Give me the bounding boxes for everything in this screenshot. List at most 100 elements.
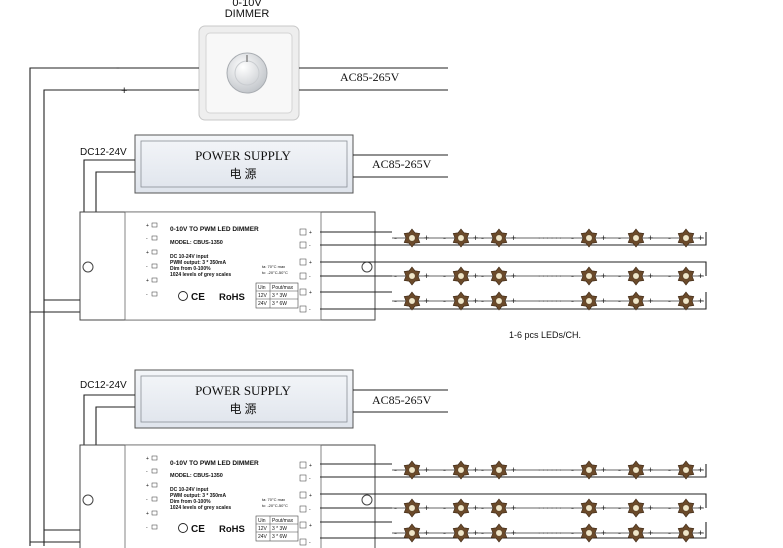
- led-minus-sign: -: [571, 271, 574, 281]
- controller-2-label-panel: [124, 444, 322, 548]
- led-minus-sign: -: [481, 271, 484, 281]
- input-pin-terminal: [151, 510, 158, 516]
- led-string: -+-+-+-+-+-+· · · · · ·: [392, 228, 704, 248]
- dimmer-negative-sign: -: [116, 62, 120, 74]
- led-plus-sign: +: [424, 503, 429, 513]
- led-plus-sign: +: [601, 296, 606, 306]
- controller-1-rohs-mark: RoHS: [219, 292, 245, 303]
- controller-1-table-cell: 3 * 6W: [272, 301, 287, 307]
- led-plus-sign: +: [473, 271, 478, 281]
- output-pin-label: +: [309, 523, 312, 529]
- led-plus-sign: +: [648, 503, 653, 513]
- controller-2-spec-table: Uin Pout/max 12V 3 * 3W 24V 3 * 6W: [255, 515, 299, 542]
- led-minus-sign: -: [618, 296, 621, 306]
- led-string: -+-+-+-+-+-+· · · · · ·: [392, 266, 704, 286]
- led-plus-sign: +: [601, 465, 606, 475]
- controller-1-spec-table: Uin Pout/max 12V 3 * 3W 24V 3 * 6W: [255, 282, 299, 309]
- controller-2-mount-hole-left: [82, 494, 94, 506]
- led-minus-sign: -: [571, 503, 574, 513]
- led-plus-sign: +: [698, 233, 703, 243]
- controller-2-input-pins: +-+-+-: [146, 455, 158, 531]
- controller-2-model: MODEL: CBUS-1350: [170, 473, 223, 479]
- led-minus-sign: -: [618, 503, 621, 513]
- controller-2-mount-hole-right: [361, 494, 373, 506]
- led-emitter: [585, 504, 593, 512]
- led-string-dots: · · · · · ·: [538, 273, 562, 280]
- led-minus-sign: -: [571, 465, 574, 475]
- led-emitter: [585, 529, 593, 537]
- led-minus-sign: -: [618, 465, 621, 475]
- controller-2-out-wire: [320, 522, 707, 539]
- output-pin-label: -: [309, 540, 311, 546]
- led-minus-sign: -: [394, 233, 397, 243]
- input-pin-terminal: [151, 455, 158, 461]
- power-supply-1-ac-label: AC85-265V: [372, 157, 432, 171]
- led-string: -+-+-+-+-+-+· · · · · ·: [392, 498, 704, 518]
- led-emitter: [682, 529, 690, 537]
- led-plus-sign: +: [648, 528, 653, 538]
- led-emitter: [632, 529, 640, 537]
- led-minus-sign: -: [668, 465, 671, 475]
- controller-1-spec-1: DC 10-24V input: [170, 254, 209, 260]
- led-emitter: [682, 234, 690, 242]
- controller-2-out-wire: [320, 493, 707, 508]
- input-pin-label: -: [146, 525, 148, 531]
- controller-1-spec-3: Dim from 0-100%: [170, 266, 211, 272]
- led-plus-sign: +: [648, 271, 653, 281]
- led-plus-sign: +: [473, 465, 478, 475]
- led-emitter: [682, 504, 690, 512]
- input-pin-terminal: [151, 468, 158, 474]
- led-minus-sign: -: [618, 233, 621, 243]
- input-pin-label: +: [146, 511, 149, 517]
- input-pin-label: +: [146, 483, 149, 489]
- led-plus-sign: +: [511, 271, 516, 281]
- led-emitter: [457, 504, 465, 512]
- led-string: -+-+-+-+-+-+· · · · · ·: [392, 460, 704, 480]
- led-plus-sign: +: [511, 528, 516, 538]
- controller-2-table-cell: 3 * 6W: [272, 534, 287, 540]
- controller-1-output-pins: +-+-+-: [299, 228, 312, 313]
- power-supply-2-title: POWER SUPPLY: [195, 383, 291, 398]
- controller-1-temp-2: tc: -20°C-50°C: [262, 270, 288, 275]
- led-emitter: [457, 234, 465, 242]
- controller-1-table-header-2: Pout/max: [272, 285, 294, 291]
- dimmer: 0-10V DIMMER: [198, 0, 300, 121]
- led-strings-2: -+-+-+-+-+-+· · · · · ·-+-+-+-+-+-+· · ·…: [392, 460, 704, 543]
- power-supply-2-box: [134, 369, 354, 429]
- dimmer-knob[interactable]: [226, 52, 268, 94]
- led-emitter: [585, 234, 593, 242]
- led-emitter: [585, 297, 593, 305]
- controller-2-output-wires: [320, 463, 707, 539]
- led-minus-sign: -: [481, 528, 484, 538]
- power-supply-1-inner: [140, 140, 348, 188]
- controller-2-rohs-mark: RoHS: [219, 524, 245, 535]
- led-plus-sign: +: [601, 271, 606, 281]
- controller-2-table-header-1: Uin: [258, 518, 266, 524]
- controller-1-out-wire: [320, 292, 707, 310]
- output-pin-label: +: [309, 230, 312, 236]
- led-minus-sign: -: [618, 271, 621, 281]
- led-plus-sign: +: [601, 528, 606, 538]
- led-minus-sign: -: [668, 271, 671, 281]
- power-supply-2-subtitle: 电 源: [229, 402, 256, 416]
- led-emitter: [457, 297, 465, 305]
- led-minus-sign: -: [394, 296, 397, 306]
- power-supply-1-dc-label: DC12-24V: [80, 147, 127, 158]
- controller-2-temp-2: tc: -20°C-50°C: [262, 503, 288, 508]
- input-pin-label: -: [146, 292, 148, 298]
- dimmer-title-line2: DIMMER: [225, 8, 270, 20]
- led-emitter: [408, 272, 416, 280]
- output-pin-terminal: [299, 288, 307, 296]
- output-pin-label: -: [309, 243, 311, 249]
- input-pin-label: +: [146, 278, 149, 284]
- dimmer-ac-label: AC85-265V: [340, 70, 400, 84]
- led-plus-sign: +: [648, 296, 653, 306]
- led-plus-sign: +: [424, 465, 429, 475]
- led-plus-sign: +: [424, 528, 429, 538]
- output-pin-terminal: [299, 538, 307, 546]
- power-supply-2-ac-label: AC85-265V: [372, 393, 432, 407]
- output-pin-label: +: [309, 493, 312, 499]
- controller-1-model: MODEL: CBUS-1350: [170, 240, 223, 246]
- output-pin-terminal: [299, 272, 307, 280]
